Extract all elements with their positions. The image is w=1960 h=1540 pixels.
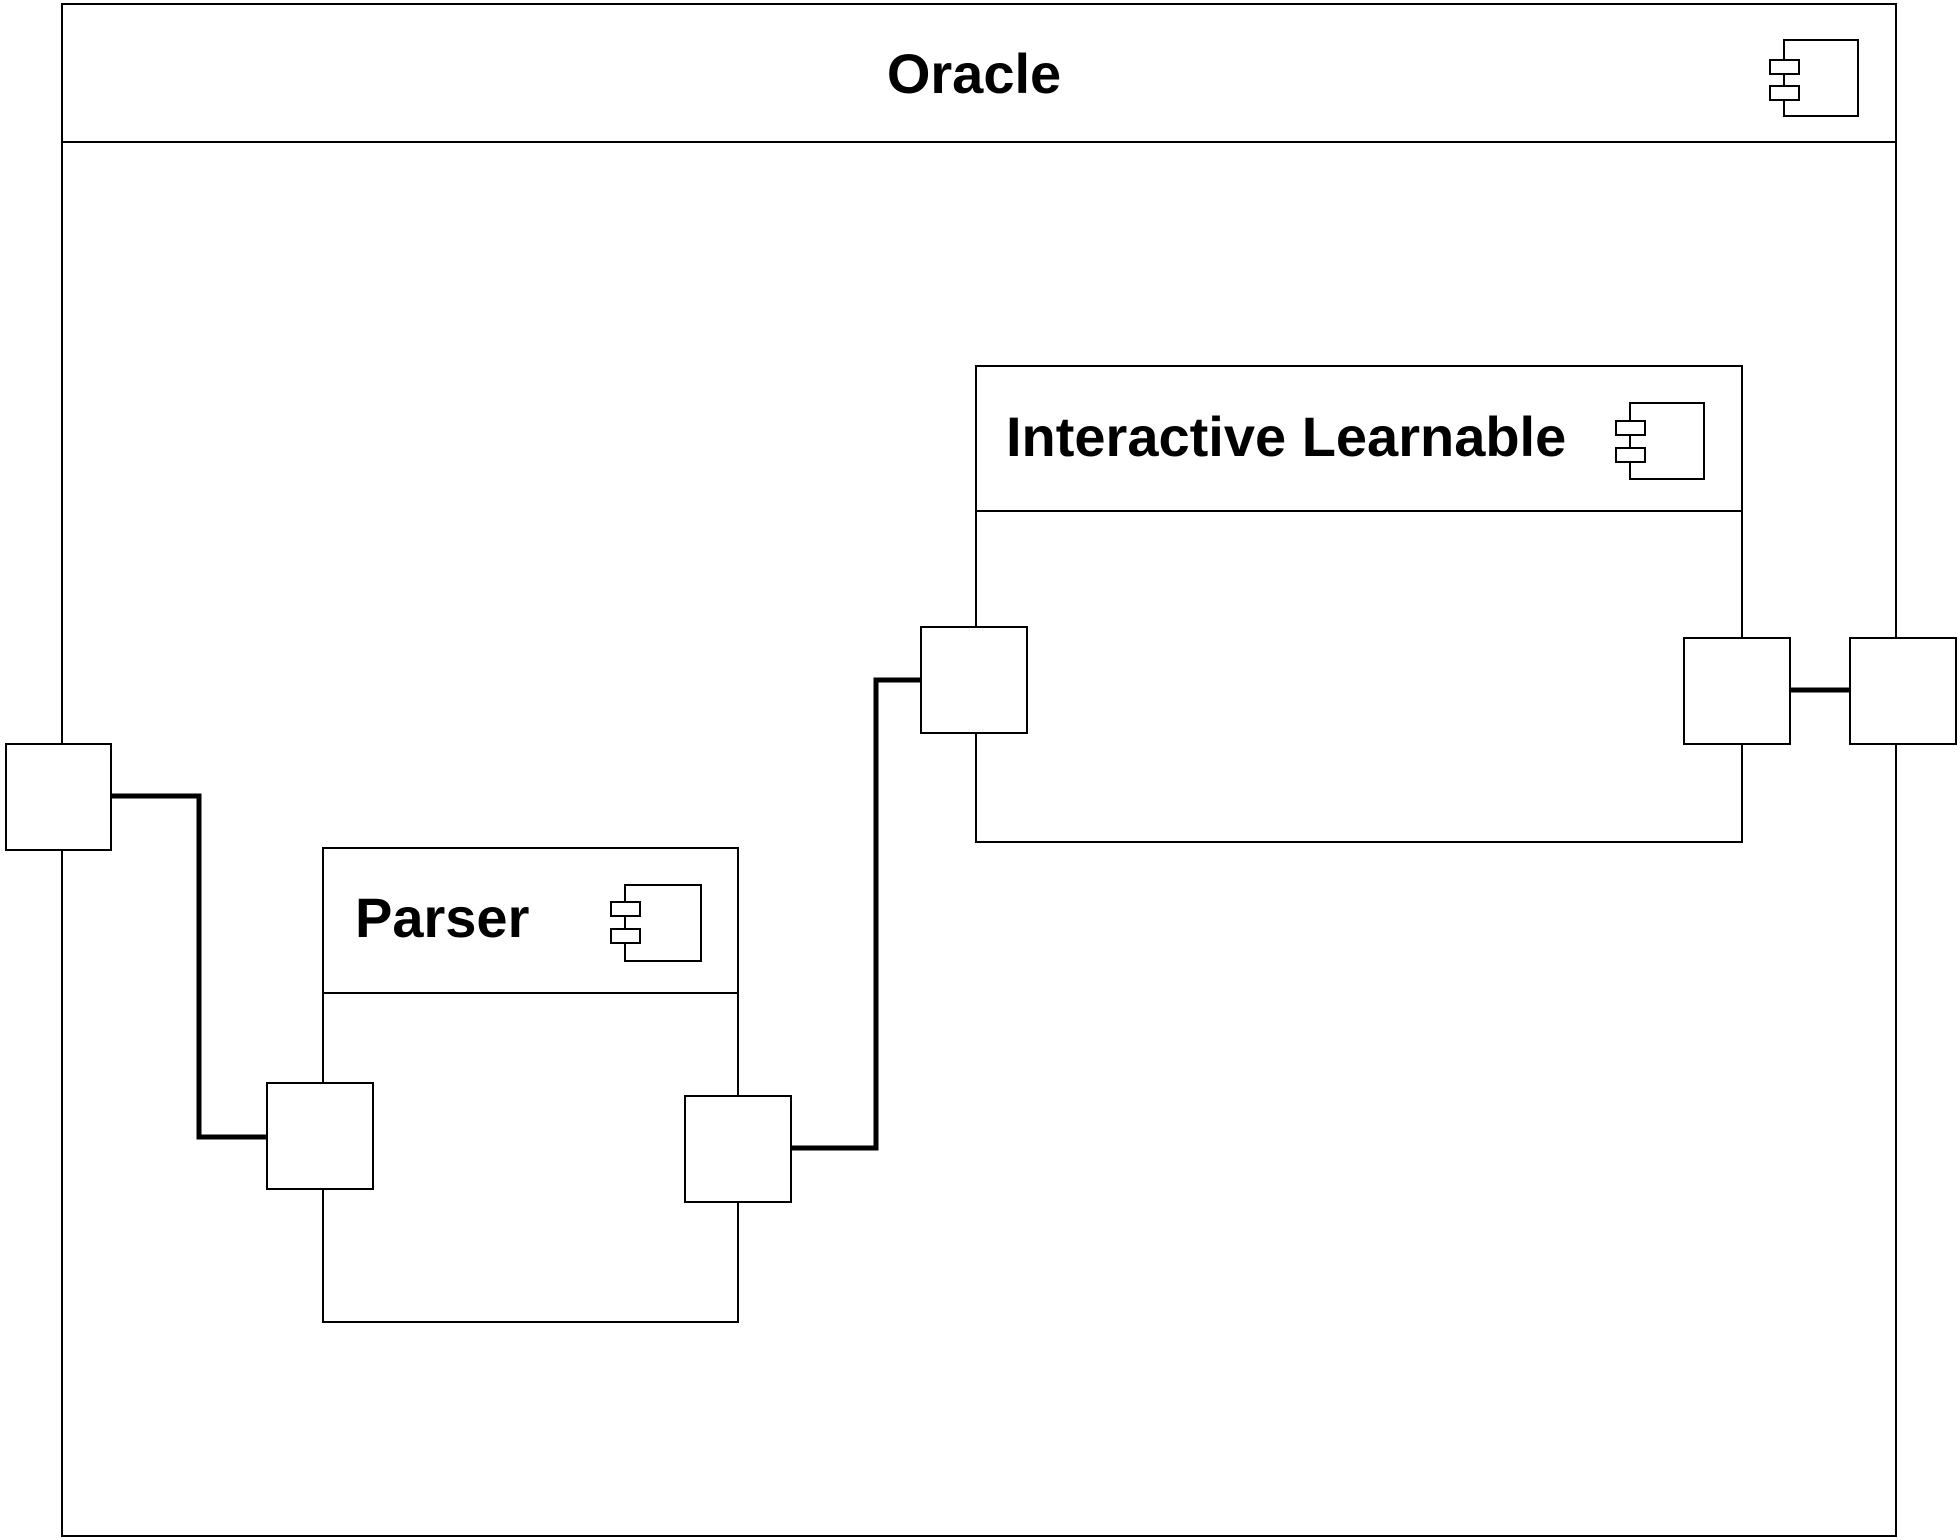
parser-title: Parser [355,886,529,949]
component-icon [1769,39,1859,117]
port-parser-input[interactable] [266,1082,374,1190]
component-icon [610,884,702,962]
connector-oracle-to-parser [108,793,270,1140]
port-parser-output[interactable] [684,1095,792,1203]
component-parser[interactable]: Parser [322,847,739,1323]
component-interactive-learnable[interactable]: Interactive Learnable [975,365,1743,843]
port-oracle-right[interactable] [1849,637,1957,745]
learnable-title: Interactive Learnable [1006,405,1566,468]
learnable-body [975,365,1743,843]
component-icon [1615,402,1705,480]
oracle-title: Oracle [887,42,1061,105]
port-learnable-output[interactable] [1683,637,1791,745]
port-learnable-input[interactable] [920,626,1028,734]
connector-parser-to-learnable [788,677,924,1151]
port-oracle-left[interactable] [5,743,112,851]
